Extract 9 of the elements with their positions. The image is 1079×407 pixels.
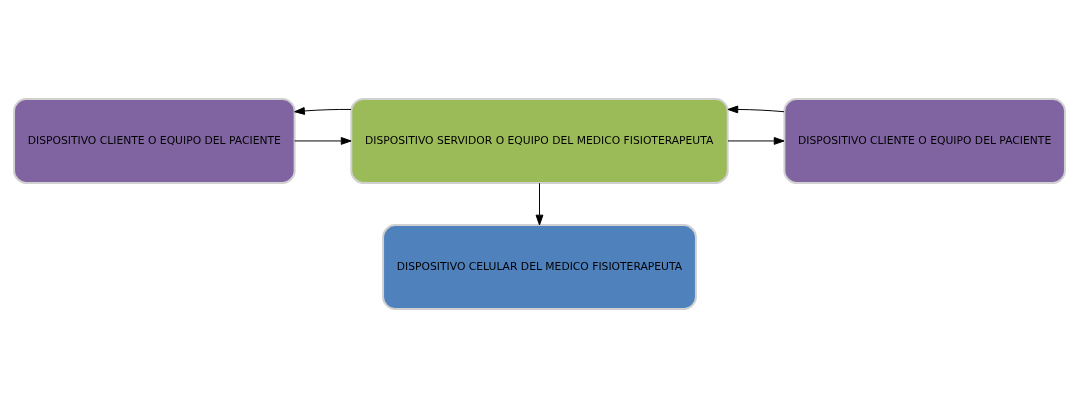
node-box: DISPOSITIVO CLIENTE O EQUIPO DEL PACIENTE xyxy=(783,97,1066,184)
arrow xyxy=(727,136,785,145)
node-box: DISPOSITIVO CLIENTE O EQUIPO DEL PACIENTE xyxy=(13,97,296,184)
arrow xyxy=(294,136,352,145)
node-box: DISPOSITIVO CELULAR DEL MEDICO FISIOTERAPEUTA xyxy=(382,223,697,310)
arrow xyxy=(535,182,544,225)
arrow xyxy=(294,106,352,115)
node-box: DISPOSITIVO SERVIDOR O EQUIPO DEL MEDICO FISIOTERAPEUTA xyxy=(350,97,729,184)
arrow xyxy=(727,105,785,113)
